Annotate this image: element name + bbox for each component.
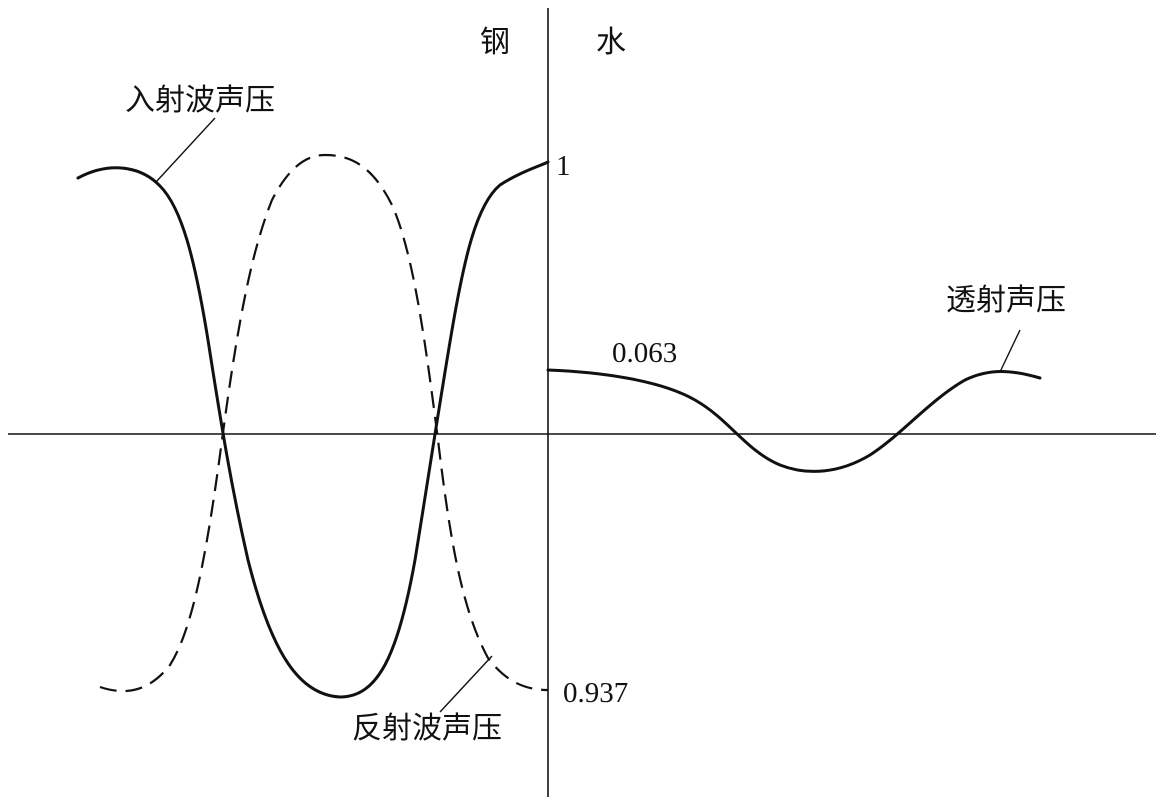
transmitted-wave-curve [546, 368, 1042, 473]
incident-wave-label: 入射波声压 [125, 83, 275, 118]
reflected-wave-curve [99, 153, 549, 693]
transmitted-leader-line [999, 329, 1021, 373]
incident-wave-curve [76, 160, 550, 699]
reflected-wave-label: 反射波声压 [352, 711, 502, 746]
water-label: 水 [596, 25, 626, 60]
reflected-leader-line [439, 655, 493, 713]
steel-label: 钢 [480, 25, 510, 60]
reflected-amplitude-value: 0.937 [563, 677, 628, 709]
incident-amplitude-value: 1 [556, 150, 571, 182]
transmitted-amplitude-value: 0.063 [612, 337, 677, 369]
transmitted-wave-label: 透射声压 [946, 283, 1066, 318]
incident-leader-line [155, 117, 216, 183]
